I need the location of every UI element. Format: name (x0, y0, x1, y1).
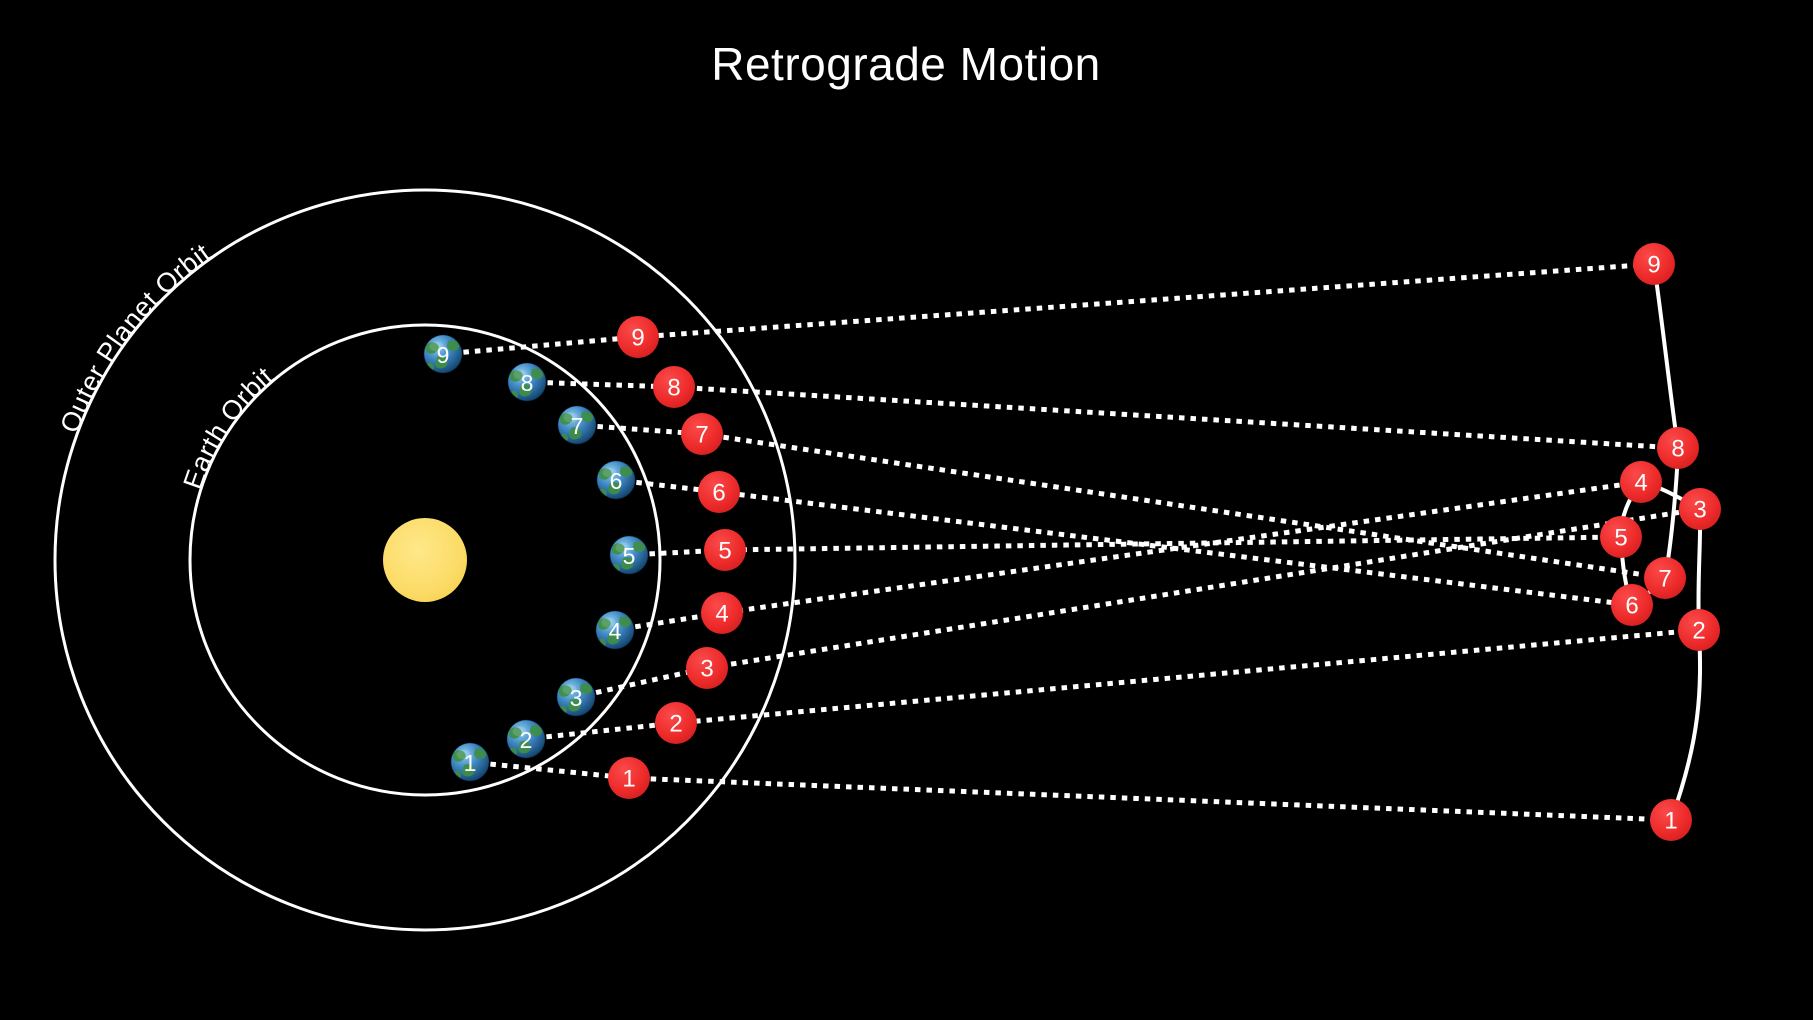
earth-marker-label: 8 (521, 370, 534, 396)
outer-planet-marker-label: 7 (695, 422, 708, 449)
apparent-path-marker-label: 9 (1647, 252, 1660, 279)
outer-planet-marker-label: 6 (712, 480, 725, 507)
outer-planet-marker-4: 4 (701, 592, 743, 634)
apparent-path-marker-8: 8 (1657, 427, 1699, 469)
earth-orbit (188, 323, 662, 797)
apparent-path-marker-2: 2 (1678, 609, 1720, 651)
earth-marker-label: 3 (570, 685, 583, 711)
earth-marker-label: 5 (623, 543, 636, 569)
outer-planet-marker-label: 1 (622, 766, 635, 793)
outer-planet-orbit (53, 188, 797, 932)
earth-marker-6: 6 (597, 461, 635, 499)
page-title: Retrograde Motion (711, 38, 1100, 90)
sight-line-3 (573, 506, 1703, 700)
outer-planet-marker-8: 8 (653, 366, 695, 408)
outer-planet-marker-1: 1 (608, 757, 650, 799)
outer-planet-marker-label: 3 (700, 656, 713, 683)
earth-marker-1: 1 (451, 743, 489, 781)
apparent-path-marker-4: 4 (1620, 461, 1662, 503)
outer-planet-marker-label: 8 (667, 375, 680, 402)
outer-planet-marker-9: 9 (617, 316, 659, 358)
earth-markers-group: 1 2 3 4 5 6 7 8 9 (424, 335, 648, 781)
apparent-path-marker-label: 3 (1693, 497, 1706, 524)
sight-line-5 (626, 534, 1624, 558)
earth-marker-9: 9 (424, 335, 462, 373)
apparent-path-marker-9: 9 (1633, 243, 1675, 285)
earth-marker-7: 7 (558, 406, 596, 444)
outer-planet-marker-label: 4 (715, 601, 728, 628)
earth-marker-label: 9 (437, 342, 450, 368)
outer-planet-marker-6: 6 (698, 471, 740, 513)
earth-marker-label: 7 (571, 413, 584, 439)
outer-planet-marker-3: 3 (686, 647, 728, 689)
earth-marker-5: 5 (610, 536, 648, 574)
apparent-path-marker-label: 6 (1625, 593, 1638, 620)
outer-planet-marker-2: 2 (655, 702, 697, 744)
sight-line-4 (612, 479, 1644, 633)
outer-planet-markers-group: 1 2 3 4 5 6 789 (608, 316, 746, 799)
earth-marker-3: 3 (557, 678, 595, 716)
apparent-path-marker-label: 2 (1692, 618, 1705, 645)
outer-planet-marker-label: 5 (718, 538, 731, 565)
apparent-path-marker-label: 7 (1658, 566, 1671, 593)
apparent-path-marker-5: 5 (1600, 516, 1642, 558)
apparent-path-marker-label: 8 (1671, 436, 1684, 463)
earth-marker-label: 2 (520, 727, 533, 753)
earth-marker-2: 2 (507, 720, 545, 758)
earth-marker-label: 1 (464, 750, 477, 776)
apparent-path-markers-group: 1 2 3 4 5 67 8 9 (1600, 243, 1721, 841)
apparent-path-marker-label: 5 (1614, 525, 1627, 552)
outer-planet-marker-label: 9 (631, 325, 644, 352)
apparent-path-marker-label: 1 (1664, 808, 1677, 835)
outer-planet-marker-label: 2 (669, 711, 682, 738)
outer-planet-marker-5: 5 (704, 529, 746, 571)
apparent-path-marker-3: 3 (1679, 488, 1721, 530)
earth-marker-4: 4 (596, 611, 634, 649)
earth-marker-8: 8 (508, 363, 546, 401)
sun (383, 518, 467, 602)
apparent-path-marker-6: 6 (1611, 584, 1653, 626)
apparent-path-marker-label: 4 (1634, 470, 1647, 497)
apparent-path-marker-1: 1 (1650, 799, 1692, 841)
earth-marker-label: 6 (610, 468, 623, 494)
earth-marker-label: 4 (609, 618, 622, 644)
apparent-path-marker-7: 7 (1644, 557, 1686, 599)
outer-planet-marker-7: 7 (681, 413, 723, 455)
